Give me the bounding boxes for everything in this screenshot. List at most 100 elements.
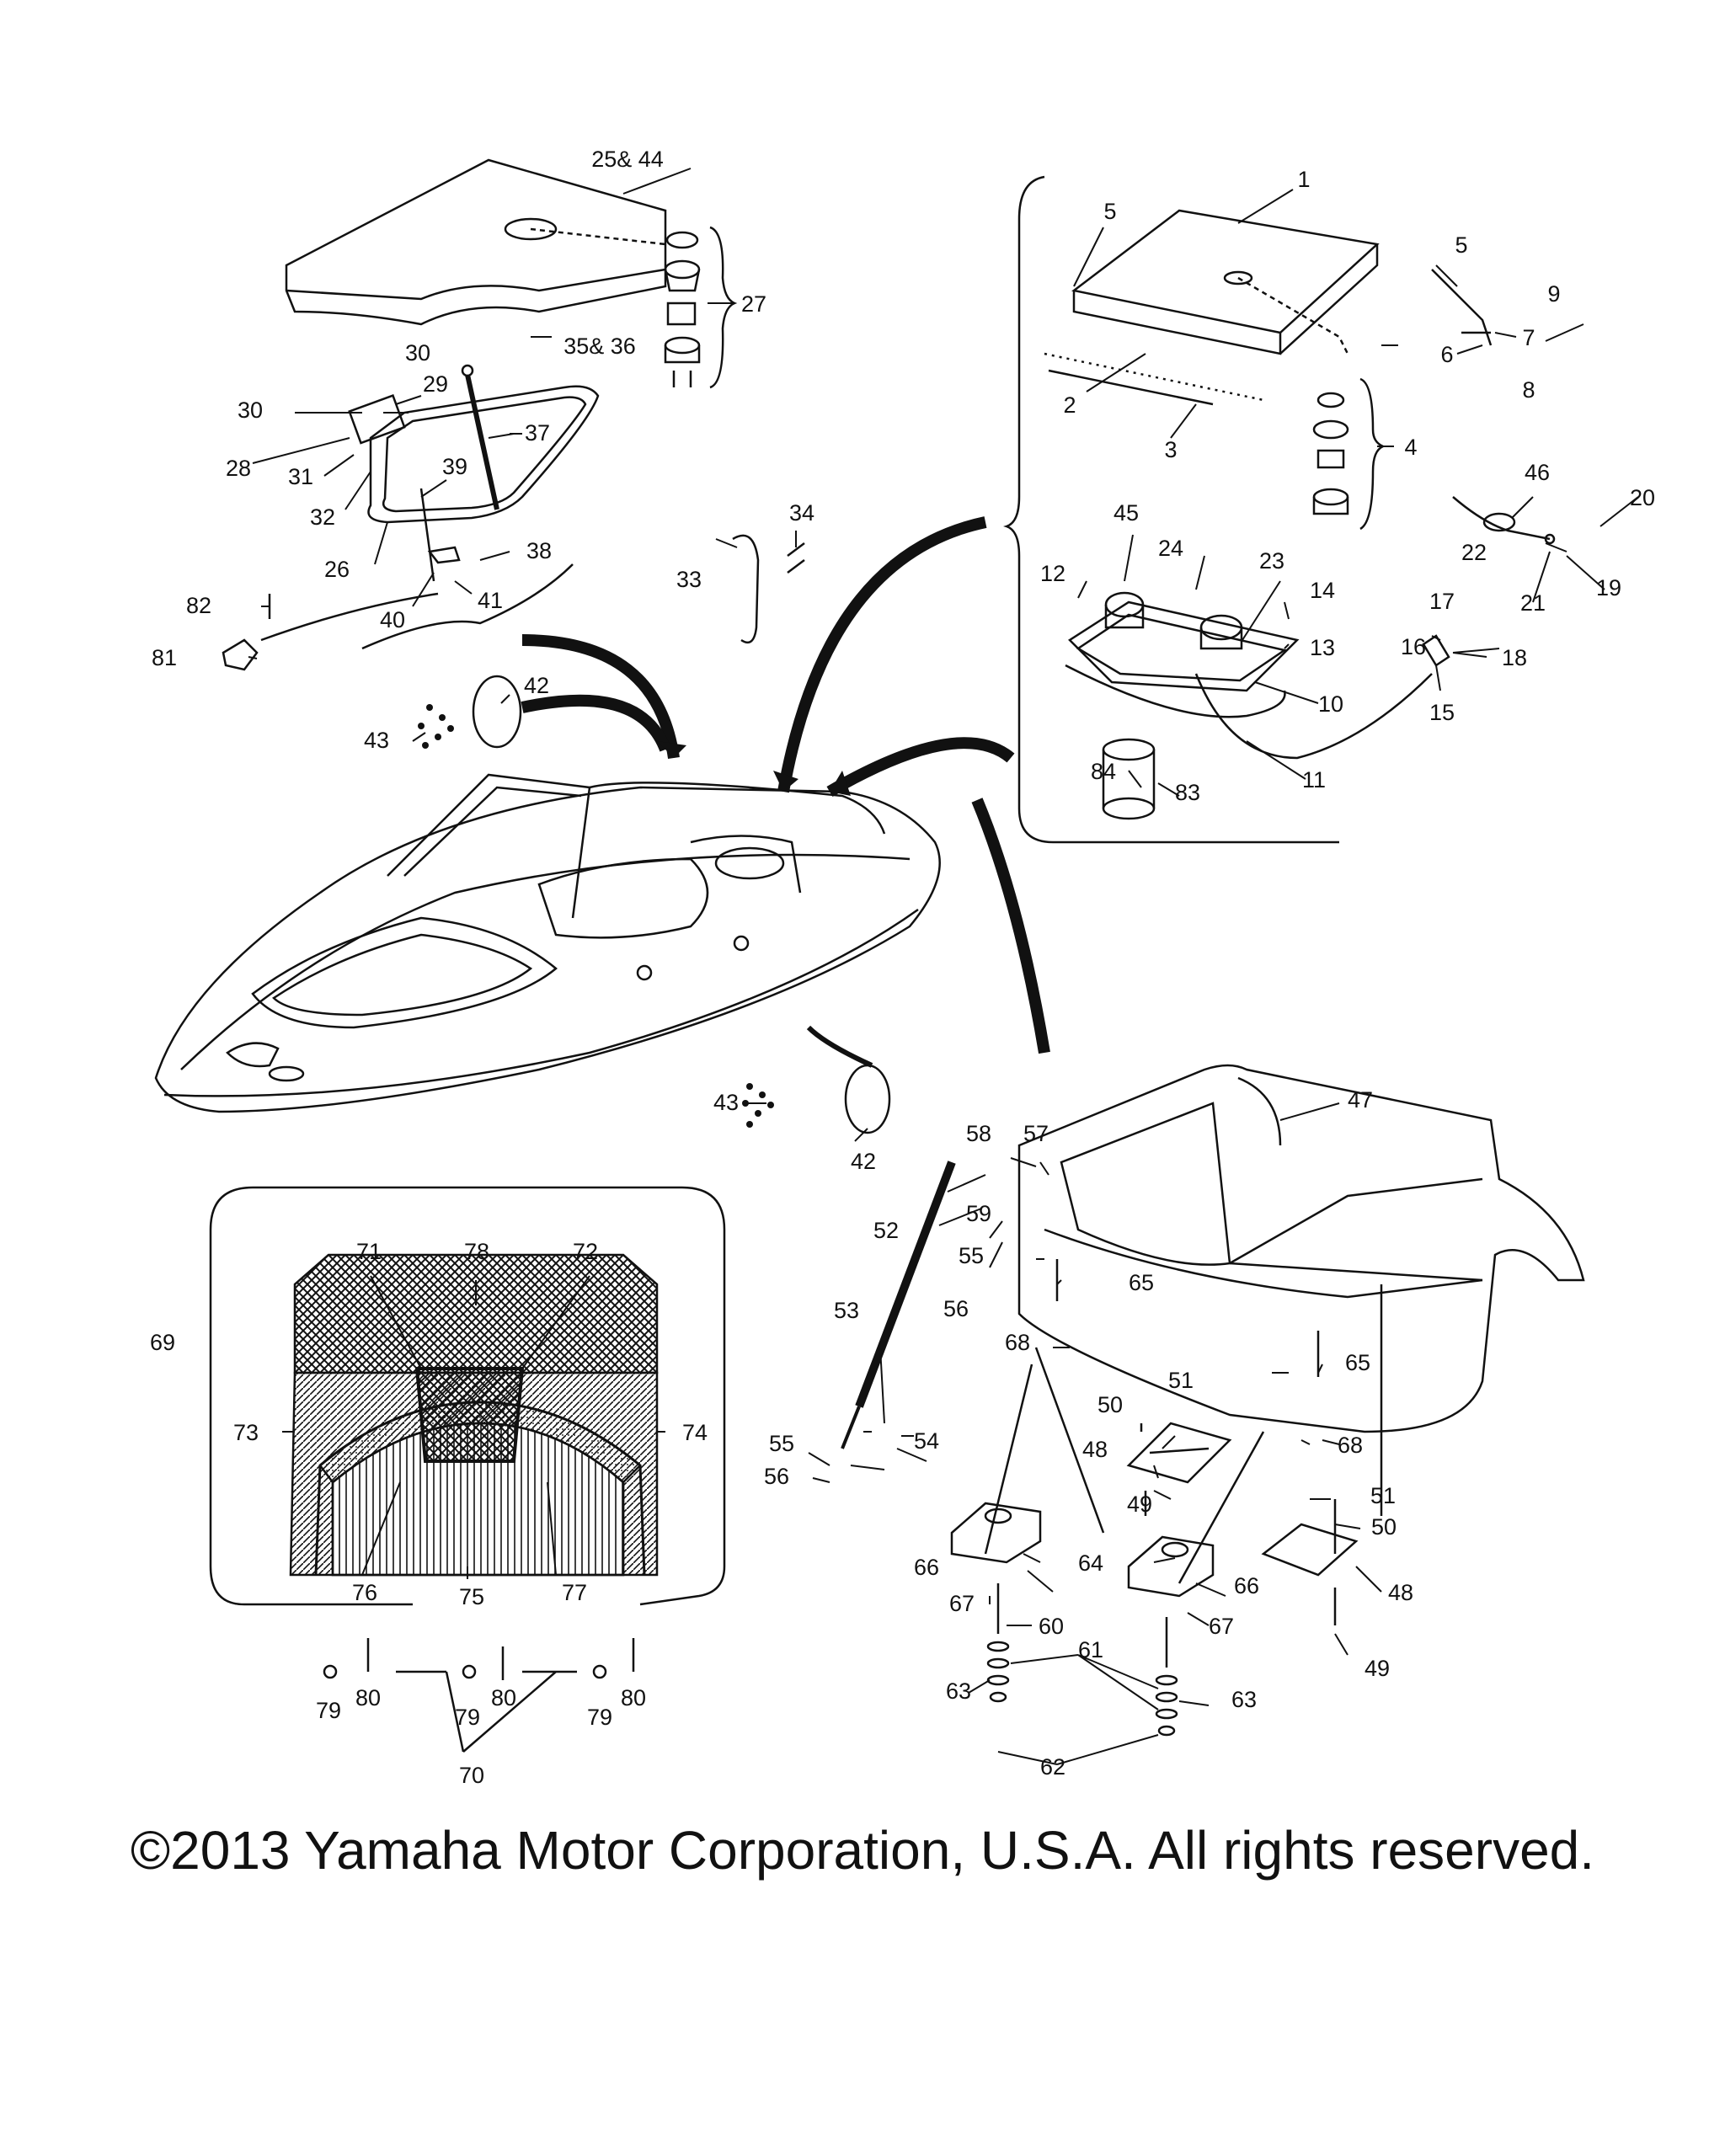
hinge-bracket-64-left — [950, 1502, 1042, 1564]
callout-22: 22 — [1461, 540, 1487, 565]
callout-labels: 1 2 3 4 5 5 6 7 8 9 10 11 12 13 14 15 16… — [150, 147, 1655, 1788]
hatch-pins — [984, 1259, 1383, 1625]
callout-18: 18 — [1502, 645, 1527, 670]
callout-23: 23 — [1259, 548, 1284, 574]
callout-58: 58 — [966, 1121, 991, 1146]
callout-10: 10 — [1318, 691, 1343, 717]
callout-28: 28 — [226, 456, 251, 481]
callout-70: 70 — [459, 1763, 484, 1788]
callout-80-b: 80 — [491, 1685, 516, 1710]
hook-81 — [222, 594, 271, 671]
callout-46: 46 — [1525, 460, 1550, 485]
callout-53: 53 — [834, 1298, 859, 1323]
callout-12: 12 — [1040, 561, 1065, 586]
callout-2: 2 — [1063, 392, 1076, 418]
callout-51-b: 51 — [1370, 1483, 1396, 1508]
callout-67-b: 67 — [1209, 1614, 1234, 1639]
callout-19: 19 — [1596, 575, 1621, 600]
hinge-bracket-64-right — [1127, 1535, 1215, 1598]
leader-lines — [248, 168, 1639, 1765]
storage-lid-1 — [1044, 209, 1380, 406]
callout-52: 52 — [873, 1218, 899, 1243]
ski-tow-hook-33 — [732, 534, 805, 644]
group-bracket-right — [1003, 175, 1339, 844]
callout-67-a: 67 — [949, 1591, 975, 1616]
callout-16: 16 — [1401, 634, 1426, 659]
screws-43-bottom — [742, 1083, 774, 1128]
callout-30-b: 30 — [405, 340, 430, 366]
callout-54: 54 — [914, 1428, 939, 1454]
callout-5-b: 5 — [1455, 232, 1467, 258]
callout-3: 3 — [1164, 437, 1177, 462]
callout-20: 20 — [1630, 485, 1655, 510]
storage-tub-10 — [1065, 591, 1300, 718]
callout-47: 47 — [1348, 1087, 1373, 1113]
callout-59: 59 — [966, 1201, 991, 1226]
hinge-48-top — [1126, 1422, 1232, 1484]
callout-79-c: 79 — [587, 1705, 612, 1730]
drain-cup-83 — [1102, 738, 1156, 820]
callout-14: 14 — [1310, 578, 1335, 603]
callout-41: 41 — [478, 588, 503, 613]
callout-56-b: 56 — [943, 1296, 969, 1321]
callout-62: 62 — [1040, 1754, 1065, 1780]
callout-7: 7 — [1522, 325, 1535, 350]
cable-46 — [1452, 496, 1556, 545]
callout-75: 75 — [459, 1584, 484, 1609]
callout-5-a: 5 — [1103, 199, 1116, 224]
callout-60: 60 — [1039, 1614, 1064, 1639]
screws-43-top — [418, 704, 454, 749]
callout-55-a: 55 — [769, 1431, 794, 1456]
callout-66-b: 66 — [1234, 1573, 1259, 1598]
callout-35-36: 35& 36 — [563, 334, 636, 359]
callout-11: 11 — [1302, 767, 1326, 792]
callout-49-b: 49 — [1365, 1656, 1390, 1681]
boat-hull — [154, 773, 941, 1113]
callout-51-a: 51 — [1168, 1368, 1194, 1393]
callout-79-a: 79 — [316, 1698, 341, 1723]
callout-45: 45 — [1114, 500, 1139, 526]
cup-holder-set-4 — [1312, 377, 1386, 531]
callout-64-b: 64 — [1078, 1550, 1103, 1576]
callout-17: 17 — [1429, 589, 1455, 614]
callout-25-44: 25& 44 — [591, 147, 664, 172]
callout-79-b: 79 — [455, 1705, 480, 1730]
callout-65-a: 65 — [1129, 1270, 1154, 1295]
callout-27: 27 — [741, 291, 766, 317]
engine-hatch-47 — [1017, 1064, 1585, 1433]
screws-80 — [366, 1638, 635, 1680]
callout-37: 37 — [525, 420, 550, 446]
callout-63-a: 63 — [946, 1678, 971, 1704]
callout-1: 1 — [1297, 167, 1310, 192]
seat-frame-26 — [348, 364, 600, 582]
callout-68-a: 68 — [1005, 1330, 1030, 1355]
hinge-48-bottom — [1261, 1523, 1359, 1577]
latch-15 — [1422, 634, 1450, 667]
rear-seat-cushion — [285, 158, 667, 326]
callout-30-a: 30 — [238, 398, 263, 423]
callout-40: 40 — [380, 607, 405, 632]
arrow-heads — [657, 741, 851, 796]
callout-83: 83 — [1175, 780, 1200, 805]
callout-82: 82 — [186, 593, 211, 618]
inspection-cover-42-bottom — [844, 1064, 891, 1134]
callout-72: 72 — [573, 1239, 598, 1264]
callout-63-b: 63 — [1231, 1687, 1257, 1712]
group-line-70 — [396, 1670, 577, 1753]
callout-42-a: 42 — [524, 673, 549, 698]
deck-outline — [361, 563, 574, 650]
callout-66-a: 66 — [914, 1555, 939, 1580]
callout-49-a: 49 — [1127, 1492, 1152, 1517]
callout-74: 74 — [682, 1420, 708, 1445]
callout-81: 81 — [152, 645, 177, 670]
callout-73: 73 — [233, 1420, 259, 1445]
callout-43-a: 43 — [364, 728, 389, 753]
callout-21: 21 — [1520, 590, 1546, 616]
rod-9 — [1431, 269, 1493, 346]
callout-9: 9 — [1547, 281, 1560, 307]
callout-55-b: 55 — [959, 1243, 984, 1268]
callout-80-a: 80 — [355, 1685, 381, 1710]
seat-cross-section — [289, 1253, 659, 1577]
copyright-notice: ©2013 Yamaha Motor Corporation, U.S.A. A… — [130, 1820, 1595, 1881]
callout-13: 13 — [1310, 635, 1335, 660]
